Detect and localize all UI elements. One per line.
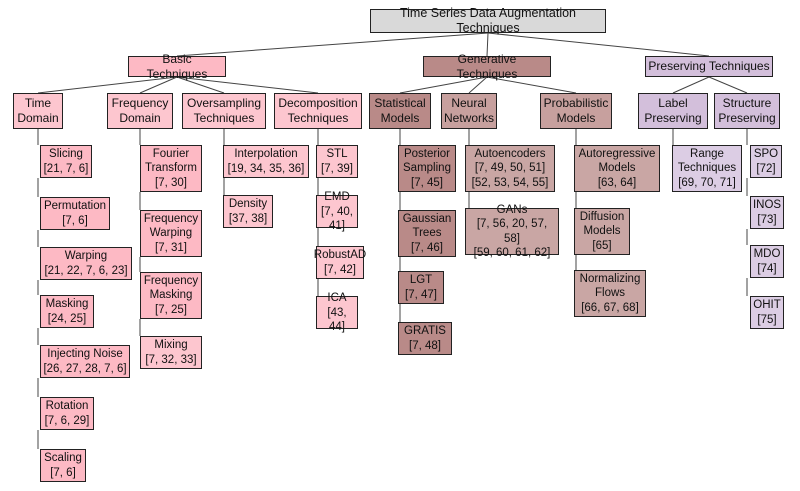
leaf-gans: GANs [7, 56, 20, 57, 58] [59, 60, 61, 62… — [465, 204, 559, 259]
leaf-stl: STL [7, 39] — [316, 145, 358, 178]
group-structure-preserving: Structure Preserving — [714, 93, 780, 129]
leaf-autoregressive-models: Autoregressive Models [63, 64] — [574, 145, 660, 192]
leaf-spo: SPO [72] — [750, 145, 782, 178]
leaf-rotation: Rotation [7, 6, 29] — [40, 397, 94, 430]
root-node: Time Series Data Augmentation Techniques — [370, 6, 606, 35]
group-neural-networks: Neural Networks — [441, 93, 497, 129]
leaf-ohit: OHIT [75] — [750, 296, 784, 329]
leaf-fourier-transform: Fourier Transform [7, 30] — [140, 145, 202, 192]
group-decomposition-techniques: Decomposition Techniques — [274, 93, 362, 129]
category-to-group-line — [176, 76, 225, 94]
root-to-category-line — [487, 32, 710, 57]
leaf-warping: Warping [21, 22, 7, 6, 23] — [40, 247, 132, 280]
leaf-autoencoders: Autoencoders [7, 49, 50, 51] [52, 53, 54… — [465, 145, 555, 192]
leaf-inos: INOS [73] — [750, 196, 784, 229]
leaf-lgt: LGT [7, 47] — [398, 271, 444, 304]
leaf-interpolation: Interpolation [19, 34, 35, 36] — [223, 145, 309, 178]
leaf-injecting-noise: Injecting Noise [26, 27, 28, 7, 6] — [40, 345, 130, 378]
root-to-category-line — [176, 32, 489, 57]
category-generative-techniques: Generative Techniques — [423, 52, 551, 81]
leaf-masking: Masking [24, 25] — [40, 295, 94, 328]
leaf-mixing: Mixing [7, 32, 33] — [140, 336, 202, 369]
group-time-domain: Time Domain — [13, 93, 63, 129]
category-to-group-line — [37, 76, 178, 94]
leaf-density: Density [37, 38] — [223, 195, 273, 228]
leaf-gratis: GRATIS [7, 48] — [398, 322, 452, 355]
leaf-slicing: Slicing [21, 7, 6] — [40, 145, 92, 178]
category-preserving-techniques: Preserving Techniques — [645, 56, 773, 77]
group-statistical-models: Statistical Models — [369, 93, 431, 129]
category-to-group-line — [139, 76, 178, 94]
leaf-emd: EMD [7, 40, 41] — [316, 191, 358, 232]
root-to-category-line — [486, 32, 489, 57]
leaf-frequency-masking: Frequency Masking [7, 25] — [140, 272, 202, 319]
leaf-ica: ICA [43, 44] — [316, 292, 358, 333]
leaf-permutation: Permutation [7, 6] — [40, 197, 110, 230]
category-to-group-line — [399, 76, 488, 94]
category-basic-techniques: Basic Techniques — [128, 52, 226, 81]
group-oversampling-techniques: Oversampling Techniques — [182, 93, 266, 129]
leaf-mdo: MDO [74] — [750, 245, 784, 278]
leaf-gaussian-trees: Gaussian Trees [7, 46] — [398, 210, 456, 257]
category-to-group-line — [486, 76, 577, 94]
leaf-posterior-sampling: Posterior Sampling [7, 45] — [398, 145, 456, 192]
leaf-range-techniques: Range Techniques [69, 70, 71] — [672, 145, 742, 192]
category-to-group-line — [176, 76, 319, 94]
group-label-preserving: Label Preserving — [638, 93, 708, 129]
leaf-diffusion-models: Diffusion Models [65] — [574, 208, 630, 255]
group-frequency-domain: Frequency Domain — [107, 93, 173, 129]
leaf-normalizing-flows: Normalizing Flows [66, 67, 68] — [574, 270, 646, 317]
category-to-group-line — [468, 76, 488, 94]
leaf-frequency-warping: Frequency Warping [7, 31] — [140, 210, 202, 257]
leaf-scaling: Scaling [7, 6] — [40, 449, 86, 482]
group-probabilistic-models: Probabilistic Models — [540, 93, 612, 129]
category-to-group-line — [708, 76, 748, 94]
category-to-group-line — [672, 76, 710, 94]
leaf-robustad: RobustAD [7, 42] — [314, 246, 366, 279]
